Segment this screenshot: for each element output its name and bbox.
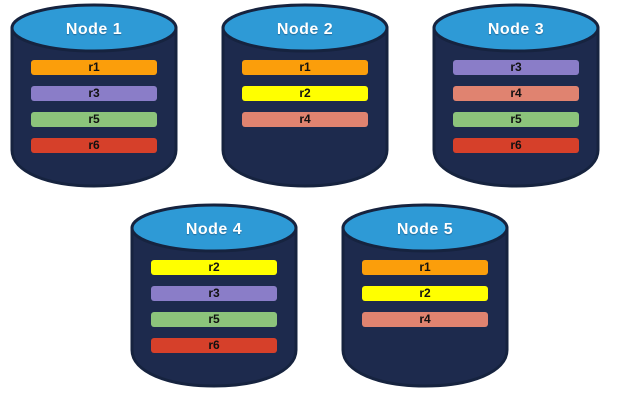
- replica-bar-r1[interactable]: r1: [242, 60, 368, 75]
- replica-bar-r2[interactable]: r2: [362, 286, 488, 301]
- replica-stack: r3 r4 r5 r6: [430, 60, 602, 153]
- replica-bar-r4[interactable]: r4: [453, 86, 579, 101]
- cylinder-top-ellipse: [10, 3, 178, 53]
- replica-bar-r6[interactable]: r6: [453, 138, 579, 153]
- cylinder-top-ellipse: [221, 3, 389, 53]
- replica-bar-r4[interactable]: r4: [242, 112, 368, 127]
- cylinder-top-ellipse: [341, 203, 509, 253]
- replica-bar-r5[interactable]: r5: [31, 112, 157, 127]
- replica-stack: r2 r3 r5 r6: [128, 260, 300, 353]
- replica-bar-r2[interactable]: r2: [242, 86, 368, 101]
- cylinder-top-ellipse: [432, 3, 600, 53]
- replica-bar-r3[interactable]: r3: [31, 86, 157, 101]
- replica-bar-r5[interactable]: r5: [453, 112, 579, 127]
- replica-bar-r1[interactable]: r1: [362, 260, 488, 275]
- replica-bar-r1[interactable]: r1: [31, 60, 157, 75]
- replica-stack: r1 r2 r4: [339, 260, 511, 327]
- replica-bar-r3[interactable]: r3: [453, 60, 579, 75]
- replica-bar-r5[interactable]: r5: [151, 312, 277, 327]
- replica-stack: r1 r2 r4: [219, 60, 391, 127]
- replica-bar-r3[interactable]: r3: [151, 286, 277, 301]
- replica-bar-r2[interactable]: r2: [151, 260, 277, 275]
- replica-bar-r6[interactable]: r6: [151, 338, 277, 353]
- replica-bar-r6[interactable]: r6: [31, 138, 157, 153]
- replica-stack: r1 r3 r5 r6: [8, 60, 180, 153]
- cylinder-top-ellipse: [130, 203, 298, 253]
- replica-bar-r4[interactable]: r4: [362, 312, 488, 327]
